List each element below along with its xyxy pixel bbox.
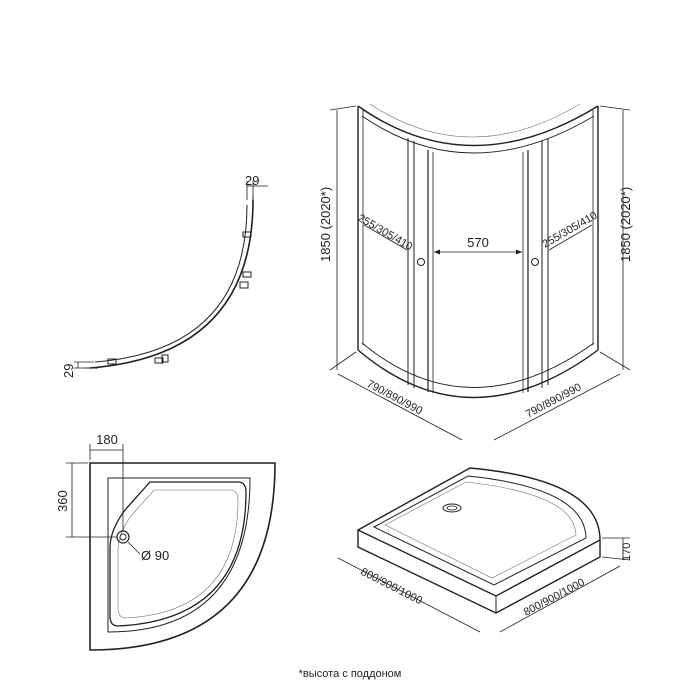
dim-line-panel-right <box>548 224 593 251</box>
arrow-570-right <box>516 249 522 255</box>
dim-570: 570 <box>467 235 489 250</box>
dim-drain: Ø 90 <box>141 548 169 563</box>
tray-plan-view: 180 360 Ø 90 <box>55 432 276 651</box>
dim-base-left: 790/890/990 <box>365 378 425 417</box>
tray-inner-edge <box>107 477 251 633</box>
cabin-top-inner <box>361 115 595 154</box>
dim-line-panel-left <box>363 224 408 251</box>
handle-left-icon <box>417 258 425 266</box>
cabin-bottom-outer <box>357 349 599 399</box>
dim-170: 170 <box>621 543 633 561</box>
dim-line-tray-right <box>499 565 621 633</box>
tray-basin-outer <box>109 481 247 627</box>
dim-tray-left: 800/900/1000 <box>359 566 424 607</box>
tray-iso-drain-inner-icon <box>446 505 458 511</box>
dim-29-left: 29 <box>61 364 76 378</box>
ext-170-b <box>601 556 631 561</box>
dim-panel-left: 255/305/410 <box>356 212 415 253</box>
ext-height-right-top <box>599 105 631 111</box>
footnote: *высота с поддоном <box>299 668 402 680</box>
tray-iso-drain-icon <box>442 503 462 513</box>
cabin-bottom-inner <box>361 342 595 388</box>
dim-height-left: 1850 (2020*) <box>318 187 333 262</box>
dim-panel-right: 255/305/410 <box>541 210 600 251</box>
tray-isometric-view: 170 800/900/1000 800/900/1000 <box>337 467 633 633</box>
profile-inner-arc <box>94 204 248 363</box>
fitting-2 <box>242 271 252 278</box>
ext-height-left-top <box>329 105 357 111</box>
tray-iso-top <box>356 467 601 597</box>
drain-inner-icon <box>119 533 127 541</box>
ext-height-right-bottom <box>599 351 631 371</box>
dim-line-tray-left <box>337 557 481 633</box>
ext-height-left-bottom <box>329 351 357 371</box>
fitting-3 <box>239 281 249 289</box>
fitting-1 <box>242 231 252 238</box>
dim-tray-right: 800/900/1000 <box>522 576 587 618</box>
cabin-top-rail <box>369 103 581 138</box>
fitting-5 <box>154 357 164 364</box>
dim-180: 180 <box>96 432 118 447</box>
dim-line-base-right <box>493 373 621 441</box>
dim-line-base-left <box>337 373 463 441</box>
fitting-6 <box>161 354 169 363</box>
profile-plan-view: 29 29 <box>61 173 268 378</box>
tray-iso-rim <box>372 475 587 586</box>
tray-basin-inner <box>117 489 239 619</box>
dim-360: 360 <box>55 490 70 512</box>
profile-outer-arc <box>89 199 254 369</box>
dim-29-top: 29 <box>245 173 259 188</box>
arrow-570-left <box>434 249 440 255</box>
cabin-isometric-view: 570 255/305/410 255/305/410 1850 (2020*)… <box>318 103 633 441</box>
tray-iso-basin <box>384 481 577 579</box>
fitting-4 <box>107 358 117 365</box>
cabin-top-outer <box>357 105 599 147</box>
leader-drain <box>127 541 141 555</box>
handle-right-icon <box>531 258 539 266</box>
dim-height-right: 1850 (2020*) <box>618 187 633 262</box>
